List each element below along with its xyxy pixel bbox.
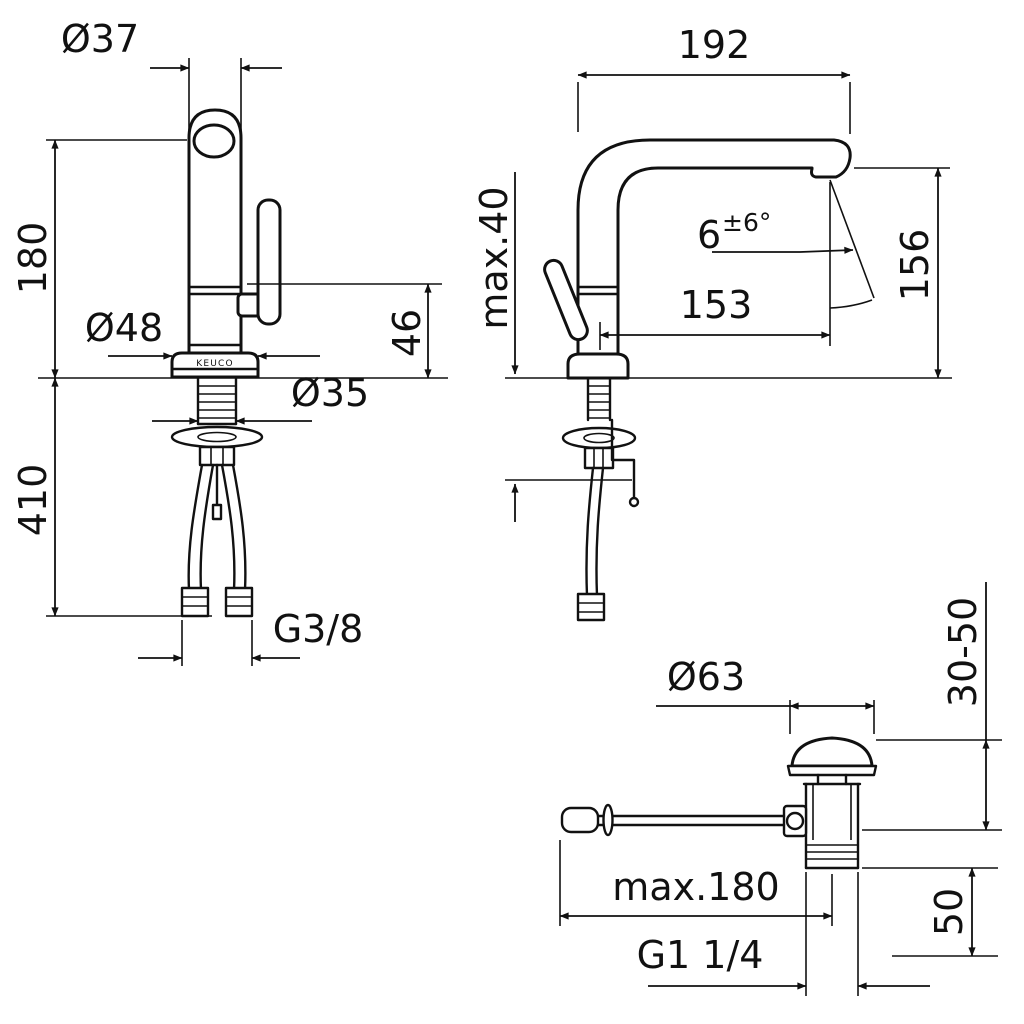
dim-upper-height: 46: [247, 283, 442, 379]
dim-rod-length-label: max.180: [612, 865, 779, 909]
drain-thread: [806, 844, 858, 860]
front-hose-fitting-right: [224, 586, 254, 618]
dim-deck-thickness-label: max.40: [472, 186, 516, 329]
front-base: [170, 351, 260, 379]
dim-cap-diameter: Ø63: [656, 655, 875, 734]
dim-cap-diameter-label: Ø63: [667, 655, 745, 699]
dim-waste-thread: G1 1/4: [637, 872, 930, 996]
dim-spray-angle-tolerance: ±6°: [722, 208, 771, 237]
dim-clamp-range: 30-50: [862, 582, 1002, 831]
side-popup-rod: [610, 418, 636, 500]
dim-outlet-offset: 153: [599, 283, 831, 350]
dim-under-deck-label: 410: [11, 464, 55, 537]
front-spout-cap: [192, 123, 236, 159]
drain-cap: [790, 736, 874, 768]
dim-upper-height-label: 46: [385, 309, 429, 357]
dim-shank-diameter-label: Ø35: [291, 371, 369, 415]
angle-leader: [712, 246, 854, 254]
dim-spray-angle-label: 6: [697, 213, 721, 257]
front-hose-right: [220, 463, 236, 592]
side-mounting-nut: [583, 446, 615, 470]
front-lever-handle: [256, 198, 282, 326]
dim-hose-thread-label: G3/8: [273, 607, 364, 651]
side-view: 192 max.40 6 ±6° 153 156: [472, 23, 952, 622]
dim-rod-length: max.180: [559, 840, 833, 926]
dim-clamp-range-label: 30-50: [941, 597, 985, 707]
side-hose-fitting: [576, 592, 606, 622]
front-mounting-washer: [170, 425, 264, 449]
front-hose-left: [187, 463, 204, 592]
dim-base-diameter-label: Ø48: [85, 306, 163, 350]
angle-arc: [829, 299, 873, 309]
brand-label: KEUCO: [196, 359, 234, 369]
dim-under-deck: 410: [11, 377, 212, 617]
dim-shank-diameter: Ø35: [152, 371, 369, 425]
dim-height-above-deck: 180: [11, 139, 187, 379]
side-faucet-outline: [543, 138, 852, 380]
front-mounting-nut: [198, 445, 236, 467]
drain-rod-knob: [560, 806, 600, 834]
dim-tail-height-label: 50: [927, 888, 971, 936]
drain-outline: [560, 736, 878, 870]
side-base: [566, 352, 630, 380]
dim-spout-diameter-label: Ø37: [61, 17, 139, 61]
front-shank-threads: [198, 385, 236, 419]
dim-tail-height: 50: [862, 867, 998, 957]
dim-height-above-deck-label: 180: [11, 222, 55, 295]
front-view: KEUCO: [11, 17, 448, 666]
dim-outlet-offset-label: 153: [680, 283, 753, 327]
dim-spout-diameter: Ø37: [61, 17, 282, 132]
dim-spray-angle: 6 ±6°: [697, 179, 875, 346]
drain-rod-pin: [602, 803, 614, 837]
dim-outlet-height-label: 156: [893, 229, 937, 302]
dim-spout-reach: 192: [577, 23, 851, 134]
dim-waste-thread-label: G1 1/4: [637, 933, 764, 977]
side-lever-handle: [543, 258, 589, 342]
side-hose: [585, 466, 595, 598]
dim-base-diameter: Ø48: [85, 306, 320, 360]
dim-deck-thickness: max.40: [472, 172, 632, 522]
dim-hose-thread: G3/8: [138, 607, 363, 666]
front-faucet-outline: KEUCO: [170, 108, 282, 379]
front-hose-fitting-left: [180, 586, 210, 618]
side-underdeck: [561, 376, 640, 622]
drain-view: Ø63 30-50 max.180 50: [559, 582, 1002, 996]
dim-outlet-height: 156: [854, 167, 950, 379]
dim-spout-reach-label: 192: [678, 23, 751, 67]
side-shank-threads: [588, 385, 610, 419]
front-underdeck: [170, 376, 264, 618]
side-mounting-washer: [561, 426, 637, 450]
